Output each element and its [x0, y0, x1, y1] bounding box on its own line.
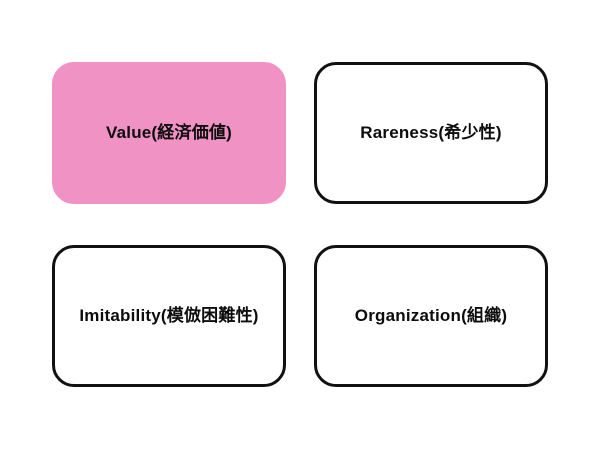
- box-rareness-label: Rareness(希少性): [360, 122, 502, 142]
- box-imitability: Imitability(模倣困難性): [52, 245, 286, 387]
- box-imitability-label: Imitability(模倣困難性): [79, 305, 259, 325]
- box-organization-label: Organization(組織): [354, 305, 508, 325]
- box-organization: Organization(組織): [314, 245, 548, 387]
- box-rareness: Rareness(希少性): [314, 62, 548, 204]
- box-value-label: Value(経済価値): [106, 122, 232, 142]
- box-value: Value(経済価値): [52, 62, 286, 204]
